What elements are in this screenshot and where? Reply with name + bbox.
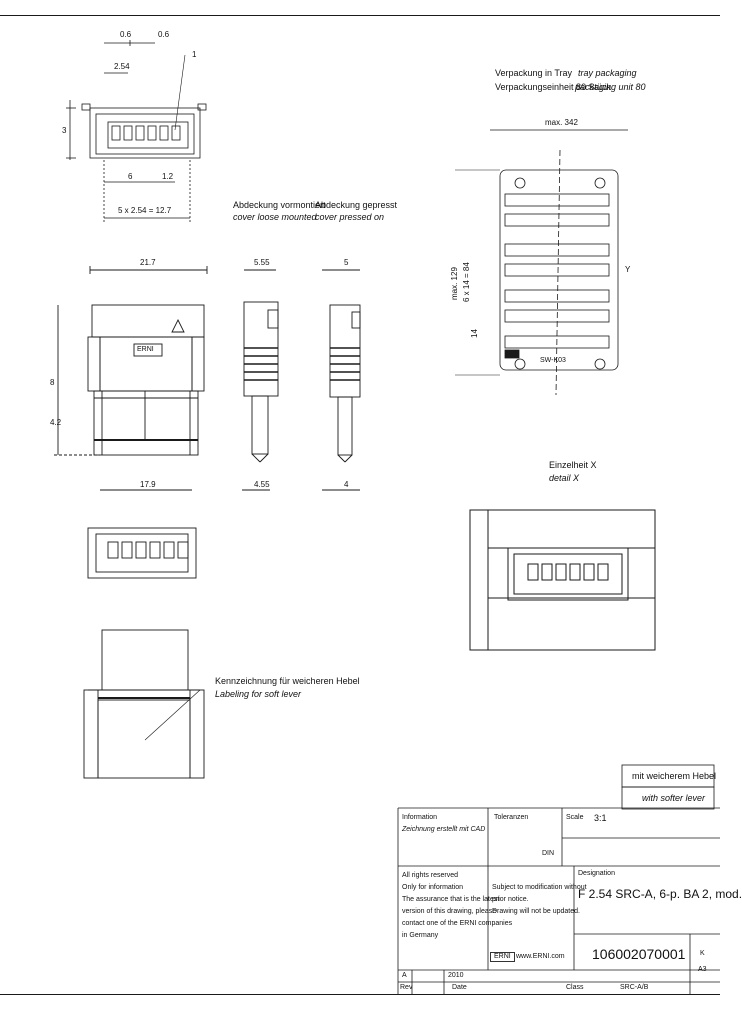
tb-row-date: 2010 [448, 972, 464, 979]
variant-en: with softer lever [642, 793, 706, 803]
tb-subj3: Drawing will not be updated. [492, 908, 580, 915]
cover-pressed-de: Abdeckung gepresst [315, 200, 398, 210]
tb-info4: contact one of the ERNI companies [402, 920, 513, 927]
face-view [87, 527, 197, 579]
tb-sheet-marker: K [700, 950, 705, 957]
tb-info1: Only for information [402, 884, 464, 891]
tb-info3: version of this drawing, please [402, 908, 497, 915]
tb-part-number: 106002070001 [592, 946, 686, 962]
erni-mark: ERNI [137, 346, 154, 353]
dim-tray-max: max. 342 [545, 118, 578, 127]
packaging-unit-de: Verpackungseinheit 80 Stück [495, 82, 612, 92]
tb-rev-label: Rev [400, 984, 413, 991]
dim-tray-rows: 6 x 14 = 84 [462, 262, 471, 302]
rear-view [83, 629, 205, 779]
dim-top-pitch: 5 x 2.54 = 12.7 [118, 206, 172, 215]
side-view-loose [242, 269, 279, 491]
labeling-de: Kennzeichnung für weicheren Hebel [215, 676, 360, 686]
dim-front-left2: 4.2 [50, 418, 62, 427]
dim-top-3: 3 [62, 126, 67, 135]
tb-rev: A3 [698, 966, 707, 973]
dim-tray-14: 14 [470, 329, 479, 338]
cover-loose-en: cover loose mounted [233, 212, 317, 222]
dim-top-1: 1 [192, 50, 197, 59]
dim-front-left1: 8 [50, 378, 55, 387]
tb-info5: in Germany [402, 932, 439, 939]
dim-front-bottom: 17.9 [140, 480, 156, 489]
top-view [66, 40, 207, 222]
variant-de: mit weicherem Hebel [632, 771, 717, 781]
packaging-de: Verpackung in Tray [495, 68, 573, 78]
tb-rights: All rights reserved [402, 872, 459, 879]
tb-row-a: A [402, 972, 407, 979]
labeling-en: Labeling for soft lever [215, 689, 302, 699]
tb-scale-label: Scale [566, 814, 584, 821]
dim-tray-max2: max. 129 [450, 267, 459, 300]
detail-en: detail X [549, 473, 580, 483]
tb-class-value: SRC-A/B [620, 984, 649, 991]
technical-drawing [0, 15, 720, 995]
packaging-en: tray packaging [578, 68, 637, 78]
tb-date-label: Date [452, 984, 467, 991]
tb-subj2: prior notice. [492, 896, 529, 903]
tb-drawing-note: Zeichnung erstellt mit CAD [402, 826, 486, 833]
dim-front-width: 21.7 [140, 258, 156, 267]
dim-side-455: 4.55 [254, 480, 270, 489]
dim-side-555: 5.55 [254, 258, 270, 267]
tb-erni-logo: ERNI [490, 952, 515, 962]
drawing-sheet: 0.6 0.6 2.54 1 3 6 1.2 5 x 2.54 = 12.7 A… [0, 15, 742, 995]
dim-side-4: 4 [344, 480, 349, 489]
tb-scale: 3:1 [594, 813, 607, 823]
side-view-pressed [322, 269, 361, 491]
title-block-lines [397, 764, 720, 994]
dim-side-5: 5 [344, 258, 349, 267]
tb-din: DIN [542, 850, 555, 857]
tb-information: Information [402, 814, 438, 821]
dim-top-12: 1.2 [162, 172, 174, 181]
dim-top-6: 6 [128, 172, 133, 181]
dim-top-254: 2.54 [114, 62, 130, 71]
front-view [54, 266, 208, 491]
tb-tolerance: Toleranzen [494, 814, 529, 821]
tb-designation-label: Designation [578, 870, 615, 877]
packaging-unit-en: packaging unit 80 [575, 82, 646, 92]
cover-loose-de: Abdeckung vormontiert [233, 200, 326, 210]
tb-info2: The assurance that is the latest [402, 896, 500, 903]
tb-website: www.ERNI.com [516, 953, 565, 960]
tray-view [455, 129, 628, 396]
detail-de: Einzelheit X [549, 460, 597, 470]
dim-top-06: 0.6 [120, 30, 132, 39]
tray-code: SW-K03 [540, 357, 566, 364]
dim-top-06b: 0.6 [158, 30, 170, 39]
detail-x [469, 509, 656, 651]
cover-pressed-en: cover pressed on [315, 212, 385, 222]
tb-class-label: Class [566, 984, 584, 991]
tb-designation: F 2.54 SRC-A, 6-p. BA 2, mod. [578, 887, 742, 901]
tray-y-label: Y [625, 265, 631, 274]
tb-subj1: Subject to modification without [492, 884, 587, 891]
